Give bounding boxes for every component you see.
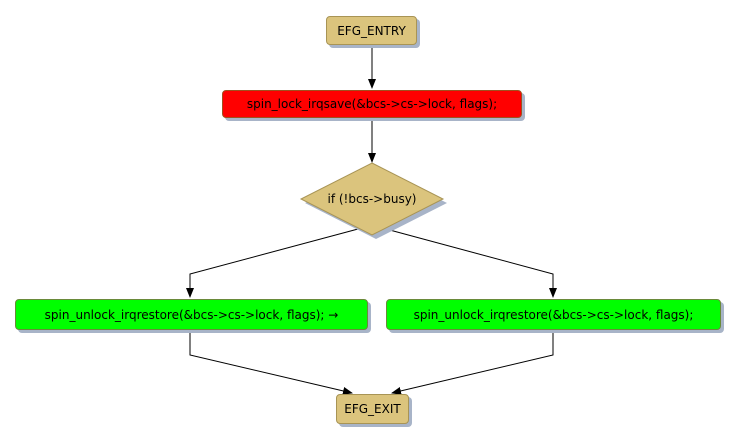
entry-node: EFG_ENTRY bbox=[326, 16, 417, 45]
entry-label: EFG_ENTRY bbox=[337, 23, 406, 38]
edge-condition-left bbox=[186, 228, 359, 298]
unlock-right-label: spin_unlock_irqrestore(&bcs->cs->lock, f… bbox=[413, 307, 694, 322]
decision-diamond bbox=[299, 162, 445, 236]
edge-left-exit bbox=[189, 330, 353, 395]
unlock-right-node: spin_unlock_irqrestore(&bcs->cs->lock, f… bbox=[386, 299, 721, 330]
lock-label: spin_lock_irqsave(&bcs->cs->lock, flags)… bbox=[246, 97, 498, 111]
edge-right-exit bbox=[391, 330, 554, 395]
condition-label: if (!bcs->busy) bbox=[327, 192, 417, 206]
unlock-left-node: spin_unlock_irqrestore(&bcs->cs->lock, f… bbox=[15, 299, 368, 330]
edge-condition-right bbox=[385, 228, 557, 298]
unlock-left-label: spin_unlock_irqrestore(&bcs->cs->lock, f… bbox=[44, 307, 339, 322]
condition-label-wrap: if (!bcs->busy) bbox=[301, 186, 443, 212]
exit-node: EFG_EXIT bbox=[336, 394, 409, 424]
exit-label: EFG_EXIT bbox=[344, 402, 401, 416]
lock-node: spin_lock_irqsave(&bcs->cs->lock, flags)… bbox=[222, 90, 522, 118]
